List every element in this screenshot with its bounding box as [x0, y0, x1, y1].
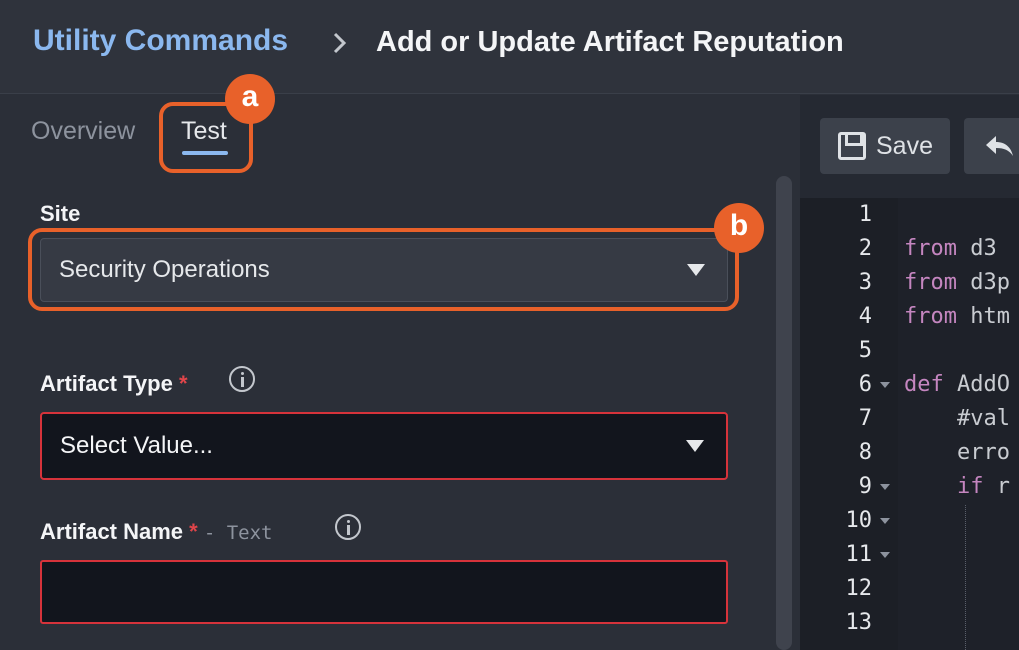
save-button-label: Save: [876, 131, 933, 160]
fold-toggle-icon[interactable]: [880, 552, 890, 558]
active-tab-indicator: [182, 151, 228, 155]
undo-button[interactable]: [964, 118, 1019, 174]
line-number-gutter: [800, 198, 898, 650]
caret-down-icon: [687, 264, 705, 276]
save-icon: [838, 132, 866, 160]
code-line: if r: [904, 474, 1010, 499]
line-number: 3: [858, 270, 872, 295]
line-number: 7: [858, 406, 872, 431]
page-title: Add or Update Artifact Reputation: [376, 26, 844, 58]
line-number: 4: [858, 304, 872, 329]
code-line: erro: [904, 440, 1010, 465]
line-number: 10: [845, 508, 873, 533]
artifact-type-label: Artifact Type *: [40, 371, 188, 396]
tab-overview[interactable]: Overview: [31, 117, 136, 145]
code-line: def AddO: [904, 372, 1010, 397]
breadcrumb-parent-link[interactable]: Utility Commands: [33, 24, 289, 57]
caret-down-icon: [686, 440, 704, 452]
line-number: 1: [858, 202, 872, 227]
field-type-hint: - Text: [203, 522, 273, 544]
code-line: from d3: [904, 236, 997, 261]
site-select-value: Security Operations: [59, 256, 270, 283]
line-number: 6: [858, 372, 872, 397]
artifact-type-select[interactable]: Select Value...: [40, 412, 728, 480]
callout-highlight-a: [159, 102, 253, 173]
scrollbar[interactable]: [776, 176, 792, 650]
undo-icon: [986, 136, 1013, 156]
fold-toggle-icon[interactable]: [880, 518, 890, 524]
site-label: Site: [40, 201, 81, 226]
left-panel: [0, 95, 800, 650]
callout-badge-b: b: [714, 203, 764, 253]
callout-badge-a: a: [225, 74, 275, 124]
code-area[interactable]: [898, 198, 1019, 650]
info-icon[interactable]: [229, 366, 255, 392]
required-marker: *: [189, 519, 198, 544]
site-select[interactable]: Security Operations: [40, 238, 728, 302]
save-button[interactable]: Save: [820, 118, 950, 174]
fold-toggle-icon[interactable]: [880, 484, 890, 490]
chevron-right-icon: [333, 32, 347, 54]
artifact-name-input[interactable]: [40, 560, 728, 624]
line-number: 12: [845, 576, 873, 601]
artifact-name-label: Artifact Name * - Text: [40, 519, 273, 544]
artifact-type-placeholder: Select Value...: [60, 432, 213, 459]
indent-guide: [965, 505, 966, 650]
tab-test[interactable]: Test: [181, 117, 227, 145]
page-header: [0, 0, 1019, 94]
line-number: 9: [858, 474, 872, 499]
code-line: #val: [904, 406, 1010, 431]
code-line: from htm: [904, 304, 1010, 329]
line-number: 11: [845, 542, 873, 567]
line-number: 5: [858, 338, 872, 363]
fold-toggle-icon[interactable]: [880, 382, 890, 388]
info-icon[interactable]: [335, 514, 361, 540]
line-number: 13: [845, 610, 873, 635]
line-number: 2: [858, 236, 872, 261]
line-number: 8: [858, 440, 872, 465]
required-marker: *: [178, 371, 188, 396]
callout-highlight-b: [28, 228, 739, 311]
code-line: from d3p: [904, 270, 1010, 295]
